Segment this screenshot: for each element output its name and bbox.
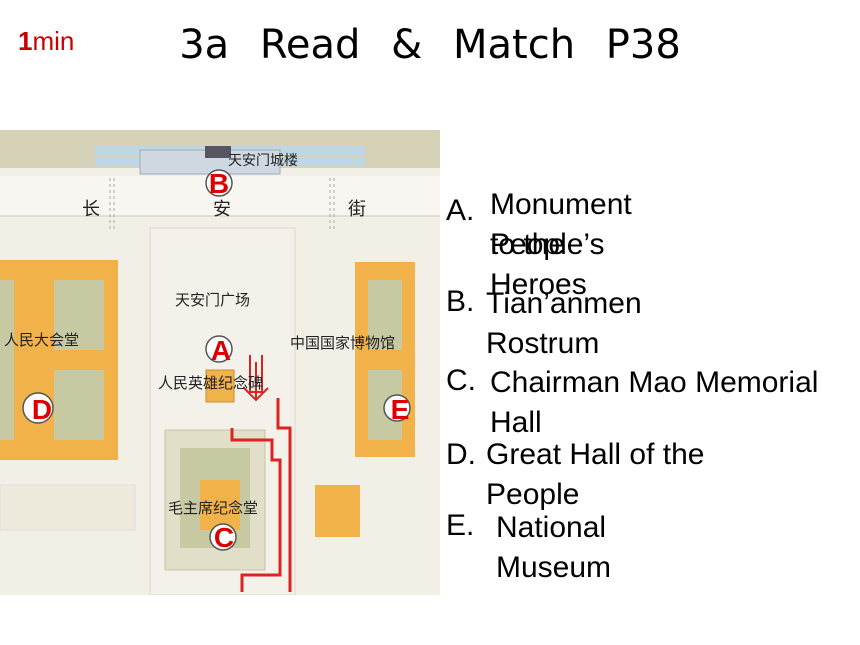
marker-b-letter: B [209, 168, 229, 199]
option-e-line2: Museum [496, 551, 612, 584]
great-hall-court-2 [54, 280, 104, 350]
option-a-line2: People’s Heroes [490, 228, 605, 301]
marker-a-letter: A [211, 335, 231, 366]
marker-a-circle [205, 335, 233, 363]
gate-label: 天安门城楼 [228, 153, 298, 169]
street-char-2: 安 [213, 199, 231, 220]
marker-c-letter: C [214, 522, 234, 553]
option-b-line1: Tian’anmen Rostrum [486, 287, 642, 360]
marker-a[interactable]: A [205, 335, 233, 366]
option-c-line1: Chairman Mao Memorial [490, 366, 819, 399]
option-a-line1: Monument to the [490, 188, 632, 261]
museum-label: 中国国家博物馆 [290, 334, 395, 352]
marker-d-circle [22, 392, 54, 424]
great-hall-label: 人民大会堂 [4, 331, 79, 349]
memorial-label: 毛主席纪念堂 [168, 499, 258, 517]
marker-c-circle [209, 523, 237, 551]
marker-e[interactable]: E [383, 394, 411, 425]
option-d-line2: People [486, 478, 580, 511]
queue-route-inner [230, 428, 282, 592]
tiananmen-map: 天安门城楼 长 安 街 天安门广场 人民大会堂 中国国家博物馆 人民英雄纪念碑 … [0, 130, 440, 595]
route-arrow-head [243, 387, 269, 402]
timer-label: 1min [18, 26, 74, 57]
option-c-letter: C. [446, 364, 476, 397]
marker-c[interactable]: C [209, 522, 237, 553]
timer-number: 1 [18, 26, 33, 56]
block-left [0, 484, 136, 531]
gate-roof [205, 146, 231, 158]
option-c-line2: Hall [490, 406, 542, 439]
great-hall-court-1 [0, 280, 14, 440]
marker-e-letter: E [391, 394, 410, 425]
option-e-letter: E. [446, 509, 475, 542]
monument-building [205, 369, 235, 403]
museum-court-1 [368, 280, 402, 350]
option-e-line1: National [496, 511, 607, 544]
great-hall-court-3 [54, 370, 104, 440]
marker-b[interactable]: B [205, 168, 233, 199]
marker-b-circle [205, 169, 233, 197]
marker-e-circle [383, 394, 411, 422]
queue-route-outer [276, 398, 292, 592]
marker-d[interactable]: D [22, 392, 54, 425]
option-d-line1: Great Hall of the [486, 438, 705, 471]
option-a-letter: A. [446, 194, 475, 227]
option-d-letter: D. [446, 438, 476, 471]
memorial-building [200, 480, 240, 530]
street-char-3: 街 [348, 199, 366, 220]
marker-d-letter: D [32, 394, 52, 425]
timer-unit: min [32, 26, 75, 56]
page-title: 3a Read & Match P38 [179, 22, 681, 68]
square-label: 天安门广场 [175, 291, 250, 309]
option-b-letter: B. [446, 285, 475, 318]
street-char-1: 长 [82, 199, 100, 220]
monument-label: 人民英雄纪念碑 [158, 374, 263, 392]
orange-block [315, 485, 360, 537]
